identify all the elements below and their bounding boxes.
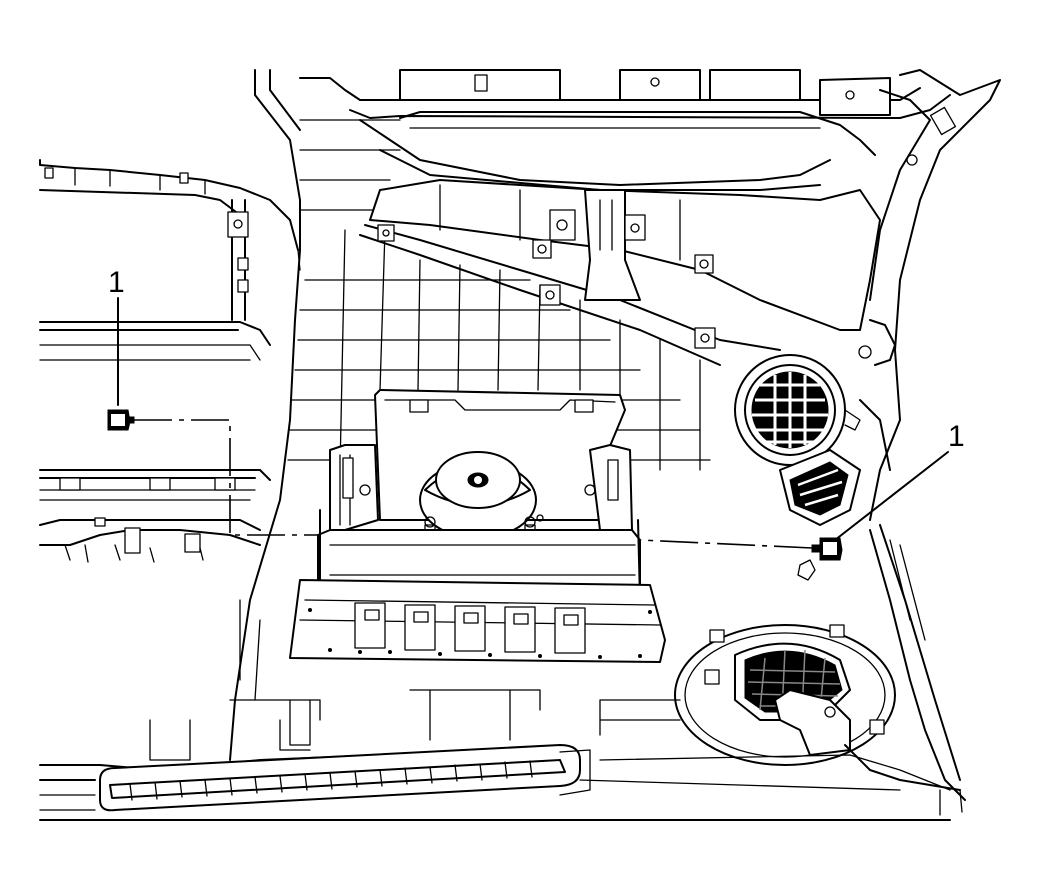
speaker-icon bbox=[674, 624, 896, 766]
air-vent-icon bbox=[734, 354, 861, 526]
base-plate-holes bbox=[308, 608, 652, 659]
base-tabs bbox=[354, 602, 586, 654]
lower-air-vent bbox=[99, 744, 591, 812]
callout-right: 1 bbox=[639, 420, 965, 581]
callout-left: 1 bbox=[107, 266, 318, 536]
callout-label-right: 1 bbox=[948, 420, 965, 453]
left-dash-panel bbox=[39, 159, 299, 563]
upper-beam-assembly bbox=[299, 69, 1001, 521]
callout-label-left: 1 bbox=[108, 266, 125, 299]
bolt-icon bbox=[107, 409, 135, 431]
airbag-module-icon bbox=[289, 389, 666, 663]
lower-panel bbox=[39, 599, 951, 821]
bolt-icon bbox=[811, 537, 843, 561]
